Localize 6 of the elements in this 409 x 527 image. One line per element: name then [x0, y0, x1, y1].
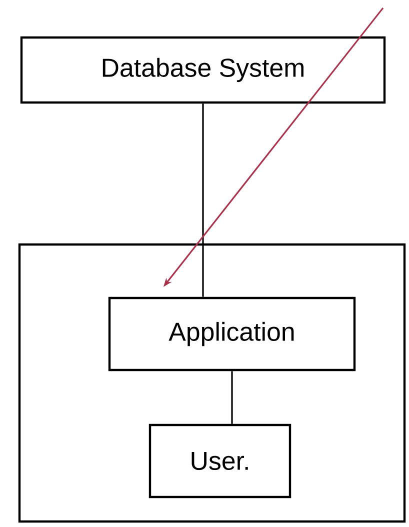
text-box: Database System [20, 36, 386, 104]
connector-line [202, 104, 204, 297]
text-box: User. [148, 424, 292, 498]
connector-line [231, 371, 233, 424]
text-box: Application [108, 296, 356, 372]
frame-box [18, 243, 406, 523]
